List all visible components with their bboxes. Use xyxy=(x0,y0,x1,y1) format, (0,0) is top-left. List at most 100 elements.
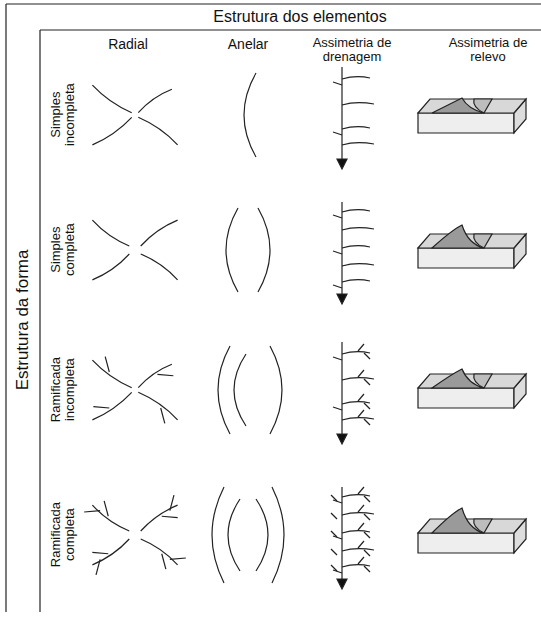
sketch-stroke xyxy=(342,352,370,354)
sketch-stroke xyxy=(138,364,172,388)
sketch-stroke xyxy=(358,344,364,351)
row-heading: Ramificada incompleta xyxy=(48,343,75,438)
sketch-stroke xyxy=(418,99,526,113)
table-rule xyxy=(6,3,541,4)
sketch-stroke xyxy=(138,117,177,145)
sketch-stroke xyxy=(342,210,370,212)
sketch-stroke xyxy=(358,394,364,401)
sketch-stroke xyxy=(141,505,178,531)
sketch-stroke xyxy=(84,511,100,512)
sketch-stroke xyxy=(337,294,347,304)
sketch-stroke xyxy=(342,228,374,230)
sketch-stroke xyxy=(92,85,131,113)
sketch-stroke xyxy=(138,89,172,113)
sketch-stroke xyxy=(337,434,347,444)
row-heading: Simples incompleta xyxy=(48,68,75,163)
sketch-stroke xyxy=(342,246,370,248)
sketch-stroke xyxy=(418,388,514,408)
sketch-stroke xyxy=(157,374,173,375)
sketch-stroke xyxy=(364,550,370,556)
sketch-stroke xyxy=(342,531,370,533)
sketch-stroke xyxy=(342,402,370,404)
sketch-stroke xyxy=(358,523,364,530)
sketch-stroke xyxy=(358,557,364,564)
sketch-stroke xyxy=(105,357,109,372)
sketch-stroke xyxy=(342,513,374,515)
sketch-stroke xyxy=(342,565,370,567)
sketch-stroke xyxy=(337,159,347,169)
table-rule xyxy=(40,29,541,30)
column-heading: Assimetria de drenagem xyxy=(306,36,398,63)
sketch-stroke xyxy=(341,67,342,161)
sketch-stroke xyxy=(270,346,282,434)
sketch-stroke xyxy=(92,505,129,531)
sketch-stroke xyxy=(342,127,370,129)
sketch-stroke xyxy=(93,407,109,408)
sketch-stroke xyxy=(212,487,224,583)
sketch-stroke xyxy=(474,374,492,388)
column-heading: Radial xyxy=(88,37,168,52)
sketch-stroke xyxy=(92,360,131,388)
sketch-stroke xyxy=(342,495,370,497)
sketch-stroke xyxy=(474,99,492,113)
sketch-stroke xyxy=(358,410,364,417)
sketch-stroke xyxy=(358,487,364,494)
sketch-stroke xyxy=(226,208,238,292)
sketch-stroke xyxy=(170,558,186,559)
column-heading: Assimetria de relevo xyxy=(442,36,534,63)
sketch-stroke xyxy=(418,113,514,133)
sketch-stroke xyxy=(337,579,347,589)
sketch-stroke xyxy=(342,143,374,145)
sketch-stroke xyxy=(331,565,337,571)
sketch-stroke xyxy=(333,251,342,254)
sketch-stroke xyxy=(333,570,342,573)
sketch-stroke xyxy=(331,513,337,519)
sketch-stroke xyxy=(333,82,342,85)
sketch-stroke xyxy=(358,370,364,377)
sketch-stroke xyxy=(342,77,370,79)
sketch-stroke xyxy=(256,499,268,571)
sketch-stroke xyxy=(162,516,178,517)
column-heading: Anelar xyxy=(208,37,288,52)
sketch-stroke xyxy=(333,500,342,503)
sketch-stroke xyxy=(342,418,374,420)
sketch-stroke xyxy=(141,254,178,280)
sketch-stroke xyxy=(331,549,337,555)
axis-heading: Estrutura da forma xyxy=(14,220,32,420)
sketch-stroke xyxy=(141,539,178,565)
row-heading: Simples completa xyxy=(48,203,75,298)
sketch-stroke xyxy=(170,495,174,510)
sketch-stroke xyxy=(234,354,246,426)
sketch-stroke xyxy=(92,552,108,553)
sketch-stroke xyxy=(342,103,374,105)
sketch-stroke xyxy=(364,419,370,425)
sketch-stroke xyxy=(218,346,230,434)
sketch-stroke xyxy=(92,220,129,246)
sketch-stroke xyxy=(333,215,342,218)
sketch-stroke xyxy=(342,280,370,282)
sketch-stroke xyxy=(364,353,370,359)
sketch-stroke xyxy=(342,549,374,551)
sketch-stroke xyxy=(141,220,178,246)
sketch-stroke xyxy=(92,117,131,145)
sketch-stroke xyxy=(92,254,129,280)
sketch-stroke xyxy=(364,379,370,385)
sketch-stroke xyxy=(364,403,370,409)
row-heading: Ramificada completa xyxy=(48,488,75,583)
sketch-stroke xyxy=(364,496,370,502)
sketch-stroke xyxy=(161,408,165,423)
sketch-stroke xyxy=(92,539,129,565)
sketch-stroke xyxy=(162,554,166,569)
sketch-stroke xyxy=(258,208,270,292)
axis-heading: Estrutura dos elementos xyxy=(170,9,430,26)
sketch-stroke xyxy=(272,487,284,583)
sketch-stroke xyxy=(474,234,492,248)
sketch-stroke xyxy=(333,285,342,288)
sketch-stroke xyxy=(228,499,240,571)
sketch-stroke xyxy=(358,505,364,512)
sketch-stroke xyxy=(331,531,337,537)
sketch-stroke xyxy=(138,392,177,420)
sketch-stroke xyxy=(418,533,514,553)
sketch-stroke xyxy=(331,495,337,501)
